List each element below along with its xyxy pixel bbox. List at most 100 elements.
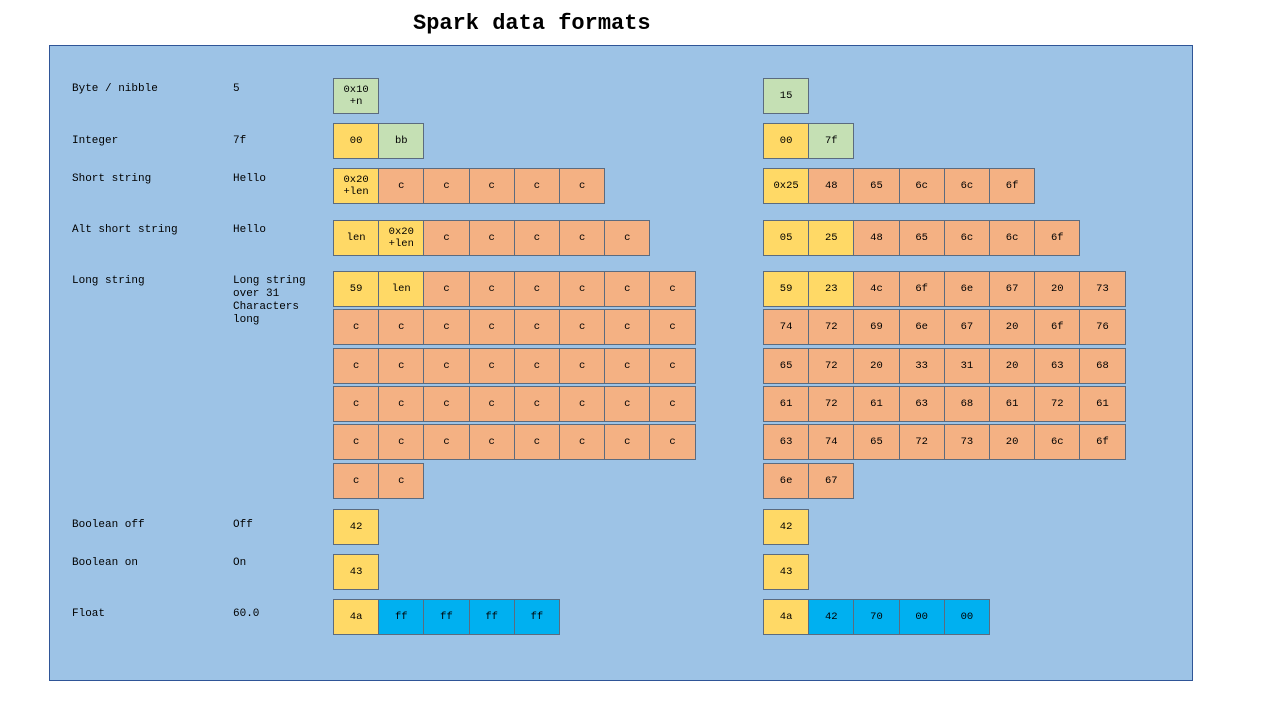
row-example-value: Hello xyxy=(233,224,267,236)
encoded-byte-cell: 6f xyxy=(1034,220,1081,256)
encoded-byte-cell: 73 xyxy=(943,424,990,461)
encoded-byte-cell: 43 xyxy=(763,554,810,590)
encoded-byte-cell: 67 xyxy=(989,271,1036,307)
template-byte-cell: 0x10 +n xyxy=(333,78,380,114)
row-label: Boolean off xyxy=(72,519,145,531)
encoded-byte-cell: 72 xyxy=(898,424,945,461)
encoded-byte-cell: 65 xyxy=(853,424,900,461)
encoded-byte-cell: 00 xyxy=(898,599,945,635)
template-byte-cell: c xyxy=(513,220,560,256)
encoded-byte-cell: 70 xyxy=(853,599,900,635)
template-byte-cell: c xyxy=(513,385,560,422)
template-byte-cell: c xyxy=(468,168,515,204)
template-byte-cell: c xyxy=(378,168,425,204)
encoded-byte-cell: 68 xyxy=(1079,347,1126,384)
template-byte-cell: c xyxy=(378,462,425,499)
encoded-byte-cell: 63 xyxy=(763,424,810,461)
template-byte-cell: 59 xyxy=(333,271,380,307)
encoded-byte-cell: 6e xyxy=(898,309,945,346)
template-byte-cell: c xyxy=(559,168,606,204)
template-byte-cell: c xyxy=(378,385,425,422)
template-byte-cell: c xyxy=(468,220,515,256)
template-byte-cell: c xyxy=(423,424,470,461)
encoded-byte-cell: 4a xyxy=(763,599,810,635)
template-byte-cell: c xyxy=(513,424,560,461)
template-byte-cell: c xyxy=(333,309,380,346)
template-byte-cell: ff xyxy=(468,599,515,635)
template-byte-cell: c xyxy=(649,271,696,307)
encoded-byte-cell: 69 xyxy=(853,309,900,346)
row-label: Float xyxy=(72,608,106,620)
encoded-byte-cell: 4c xyxy=(853,271,900,307)
template-byte-cell: c xyxy=(333,424,380,461)
encoded-byte-cell: 6e xyxy=(763,462,810,499)
template-byte-cell: c xyxy=(378,424,425,461)
encoded-byte-cell: 61 xyxy=(853,385,900,422)
template-byte-cell: c xyxy=(423,168,470,204)
row-label: Byte / nibble xyxy=(72,83,158,95)
template-byte-cell: c xyxy=(649,385,696,422)
template-byte-cell: c xyxy=(468,347,515,384)
encoded-byte-cell: 59 xyxy=(763,271,810,307)
template-byte-cell: 43 xyxy=(333,554,380,590)
encoded-byte-cell: 76 xyxy=(1079,309,1126,346)
row-example-value: 7f xyxy=(233,135,247,147)
encoded-byte-cell: 00 xyxy=(943,599,990,635)
template-byte-cell: 00 xyxy=(333,123,380,159)
row-label: Integer xyxy=(72,135,119,147)
template-byte-cell: c xyxy=(559,309,606,346)
encoded-byte-cell: 20 xyxy=(1034,271,1081,307)
encoded-byte-cell: 20 xyxy=(989,424,1036,461)
encoded-byte-cell: 67 xyxy=(808,462,855,499)
encoded-byte-cell: 7f xyxy=(808,123,855,159)
encoded-byte-cell: 6e xyxy=(943,271,990,307)
template-byte-cell: c xyxy=(378,309,425,346)
template-byte-cell: c xyxy=(513,347,560,384)
template-byte-cell: c xyxy=(559,220,606,256)
encoded-byte-cell: 61 xyxy=(989,385,1036,422)
template-byte-cell: c xyxy=(333,385,380,422)
row-example-value: Off xyxy=(233,519,253,531)
template-byte-cell: c xyxy=(423,347,470,384)
template-byte-cell: ff xyxy=(423,599,470,635)
row-label: Boolean on xyxy=(72,557,139,569)
template-byte-cell: c xyxy=(604,385,651,422)
template-byte-cell: c xyxy=(604,271,651,307)
encoded-byte-cell: 05 xyxy=(763,220,810,256)
row-example-value: 5 xyxy=(233,83,240,95)
encoded-byte-cell: 0x25 xyxy=(763,168,810,204)
diagram-title: Spark data formats xyxy=(413,11,651,36)
encoded-byte-cell: 42 xyxy=(763,509,810,545)
template-byte-cell: c xyxy=(604,309,651,346)
template-byte-cell: c xyxy=(468,309,515,346)
template-byte-cell: 42 xyxy=(333,509,380,545)
template-byte-cell: c xyxy=(559,424,606,461)
template-byte-cell: c xyxy=(559,385,606,422)
encoded-byte-cell: 72 xyxy=(808,385,855,422)
row-label: Short string xyxy=(72,173,152,185)
encoded-byte-cell: 20 xyxy=(989,347,1036,384)
template-byte-cell: ff xyxy=(378,599,425,635)
row-example-value: 60.0 xyxy=(233,608,260,620)
encoded-byte-cell: 6c xyxy=(943,168,990,204)
template-byte-cell: c xyxy=(333,347,380,384)
row-label: Alt short string xyxy=(72,224,178,236)
row-label: Long string xyxy=(72,275,145,287)
template-byte-cell: c xyxy=(423,309,470,346)
template-byte-cell: c xyxy=(513,309,560,346)
encoded-byte-cell: 31 xyxy=(943,347,990,384)
encoded-byte-cell: 20 xyxy=(989,309,1036,346)
encoded-byte-cell: 00 xyxy=(763,123,810,159)
encoded-byte-cell: 6f xyxy=(1034,309,1081,346)
template-byte-cell: c xyxy=(468,385,515,422)
encoded-byte-cell: 74 xyxy=(808,424,855,461)
row-example-value: Hello xyxy=(233,173,267,185)
encoded-byte-cell: 23 xyxy=(808,271,855,307)
template-byte-cell: c xyxy=(513,168,560,204)
row-example-value: On xyxy=(233,557,247,569)
encoded-byte-cell: 65 xyxy=(898,220,945,256)
template-byte-cell: len xyxy=(333,220,380,256)
template-byte-cell: ff xyxy=(513,599,560,635)
template-byte-cell: c xyxy=(423,220,470,256)
encoded-byte-cell: 6f xyxy=(989,168,1036,204)
